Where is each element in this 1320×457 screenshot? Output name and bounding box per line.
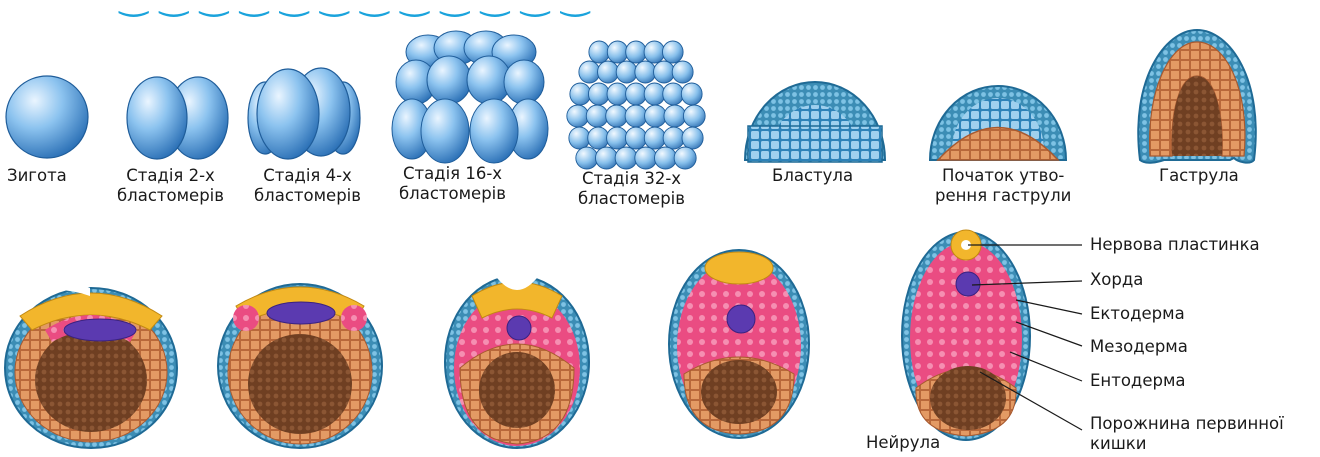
- neurula-stage-4-illustration: [669, 250, 809, 438]
- blastomere-cell: [567, 105, 589, 127]
- blastomere-cell: [682, 127, 703, 149]
- blastomere-cell: [644, 83, 665, 105]
- callout-mesoderm: Мезодерма: [1090, 337, 1188, 357]
- callout-notochord: Хорда: [1090, 270, 1143, 290]
- blastomere-cell: [595, 147, 617, 169]
- label-blastula: Бластула: [772, 166, 853, 186]
- blastomere-cell: [607, 41, 628, 63]
- four-cell-illustration: [248, 68, 360, 159]
- blastomere-cell: [654, 147, 676, 169]
- zygote-illustration: [6, 76, 88, 158]
- blastomere-cell: [645, 105, 667, 127]
- callout-cavity: Порожнина первинної кишки: [1090, 414, 1284, 454]
- blastomere-cell: [616, 61, 637, 83]
- blastomere-cell: [672, 61, 693, 83]
- blastomere-cell: [586, 105, 608, 127]
- blastomere-cell: [588, 127, 609, 149]
- blastomere-cell: [654, 61, 675, 83]
- blastomere-cell: [662, 41, 683, 63]
- blastomere-cell: [607, 83, 628, 105]
- blastomere-cell: [606, 105, 628, 127]
- blastomere-cell: [615, 147, 637, 169]
- blastomere-cell: [644, 127, 665, 149]
- blastula-illustration: [745, 82, 885, 162]
- blastomere-cell: [607, 127, 628, 149]
- blastomere-cell: [663, 127, 684, 149]
- callout-ectoderm: Ектодерма: [1090, 304, 1185, 324]
- label-neurula: Нейрула: [866, 433, 940, 453]
- gastrula-illustration: [1138, 30, 1256, 163]
- blastomere-cell: [664, 105, 686, 127]
- blastomere-cell: [589, 41, 610, 63]
- blastomere-cell: [626, 41, 647, 63]
- blastomere-cell: [663, 83, 684, 105]
- blastomere-cell: [569, 127, 590, 149]
- blastomere-cell: [576, 147, 598, 169]
- blastomere-cell: [635, 61, 656, 83]
- callout-neural-plate: Нервова пластинка: [1090, 235, 1260, 255]
- blastomere-cell: [625, 105, 647, 127]
- label-zygote: Зигота: [7, 166, 67, 186]
- neurula-stage-1-illustration: [5, 280, 177, 448]
- callout-endoderm: Ентодерма: [1090, 371, 1186, 391]
- blastomere-cell: [626, 83, 647, 105]
- neurula-stage-2-illustration: [218, 269, 382, 448]
- blastomere-cell: [588, 83, 609, 105]
- early-gastrula-illustration: [930, 86, 1066, 160]
- neurula-stage-3-illustration: [445, 274, 589, 448]
- blastomere-cell: [681, 83, 702, 105]
- blastomere-cell: [674, 147, 696, 169]
- sixteen-cell-illustration: [392, 31, 548, 163]
- thirtytwo-cell-illustration: [567, 41, 705, 169]
- blastomere-cell: [625, 127, 646, 149]
- blastomere-cell: [598, 61, 619, 83]
- blastomere-cell: [683, 105, 705, 127]
- blastomere-cell: [579, 61, 600, 83]
- neurula-final-illustration: [902, 230, 1030, 440]
- blastomere-cell: [570, 83, 591, 105]
- blastomere-cell: [644, 41, 665, 63]
- label-gastrula: Гаструла: [1159, 166, 1239, 186]
- blastomere-cell: [635, 147, 657, 169]
- two-cell-illustration: [127, 77, 228, 159]
- label-early-gastrula: Початок утво-рення гаструли: [935, 166, 1071, 206]
